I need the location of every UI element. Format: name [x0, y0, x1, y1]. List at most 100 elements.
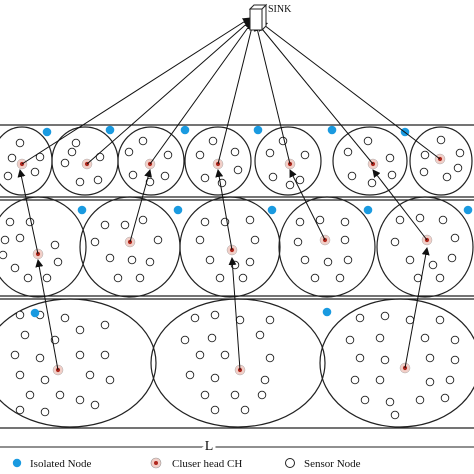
sensor-node	[295, 175, 305, 185]
cluster-boundary	[409, 126, 473, 196]
sensor-node	[10, 263, 20, 273]
sensor-node	[230, 390, 240, 400]
sensor-node	[200, 217, 210, 227]
sensor-node	[438, 215, 448, 225]
sensor-node	[405, 255, 415, 265]
sensor-node	[205, 255, 215, 265]
sensor-node	[127, 255, 137, 265]
sensor-node	[105, 253, 115, 263]
clusters-layer	[0, 126, 474, 428]
sensor-node	[380, 355, 390, 365]
sensor-node	[355, 313, 365, 323]
sensor-node	[355, 353, 365, 363]
sensor-node	[425, 377, 435, 387]
sensor-node	[75, 395, 85, 405]
sensor-node	[442, 172, 452, 182]
routing-arrow	[372, 169, 428, 241]
sensor-node	[93, 175, 103, 185]
isolated-node	[322, 307, 332, 317]
sensor-node	[445, 375, 455, 385]
sensor-node	[260, 375, 270, 385]
routing-arrow	[228, 257, 241, 371]
sensor-node	[200, 173, 210, 183]
sensor-node	[265, 353, 275, 363]
routing-arrow	[86, 19, 252, 165]
cluster-boundary	[0, 196, 87, 298]
sensor-node	[195, 150, 205, 160]
sensor-node	[55, 390, 65, 400]
legend-cluster-head-label: Cluser head CH	[172, 458, 242, 470]
band-1-outline	[0, 124, 474, 198]
sensor-node	[255, 330, 265, 340]
sensor-node	[385, 153, 395, 163]
sensor-node	[278, 136, 288, 146]
cluster-8	[0, 196, 87, 298]
sensor-node	[145, 257, 155, 267]
sensor-node	[230, 147, 240, 157]
sensor-node	[340, 235, 350, 245]
sensor-node	[415, 395, 425, 405]
sensor-node	[105, 375, 115, 385]
cluster-7	[409, 126, 473, 196]
sensor-node	[245, 257, 255, 267]
sensor-node	[360, 395, 370, 405]
routing-arrow	[289, 169, 326, 241]
sensor-node	[420, 150, 430, 160]
sensor-node	[138, 136, 148, 146]
sensor-node	[343, 147, 353, 157]
cluster-boundary	[117, 126, 185, 196]
sensor-node	[450, 335, 460, 345]
sensor-node	[435, 273, 445, 283]
sensor-node	[390, 237, 400, 247]
cluster-boundary	[254, 126, 322, 196]
legend: Isolated Node Cluser head CH Sensor Node	[12, 457, 361, 470]
sensor-node	[20, 330, 30, 340]
routing-arrow	[129, 169, 152, 243]
sensor-node	[380, 311, 390, 321]
sensor-node	[30, 167, 40, 177]
sensor-node	[100, 320, 110, 330]
sensor-node	[300, 255, 310, 265]
routing-arrow	[21, 17, 251, 165]
sensor-node	[293, 237, 303, 247]
sensor-node	[15, 310, 25, 320]
sensor-node	[367, 178, 377, 188]
sensor-node	[71, 138, 81, 148]
sensor-node	[40, 375, 50, 385]
sensor-node	[50, 240, 60, 250]
isolated-node	[180, 125, 190, 135]
sensor-node	[60, 313, 70, 323]
sensor-node	[85, 370, 95, 380]
sensor-node	[315, 215, 325, 225]
cluster-4	[184, 126, 252, 196]
sensor-node	[375, 333, 385, 343]
sensor-node	[419, 167, 429, 177]
sensor-node	[67, 147, 77, 157]
sensor-node	[75, 350, 85, 360]
sensor-node	[15, 405, 25, 415]
sensor-node	[295, 217, 305, 227]
sensor-node	[100, 220, 110, 230]
isolated-node	[463, 205, 473, 215]
cluster-10	[179, 196, 281, 298]
legend-isolated-label: Isolated Node	[30, 458, 92, 470]
sensor-node	[425, 353, 435, 363]
sensor-node	[268, 172, 278, 182]
sensor-node	[195, 235, 205, 245]
sensor-node	[0, 250, 8, 260]
sensor-node	[390, 410, 400, 420]
sensor-node	[42, 273, 52, 283]
band-2-outline	[0, 199, 474, 297]
sensor-node	[428, 260, 438, 270]
sensor-node	[285, 180, 295, 190]
sensor-node	[3, 171, 13, 181]
sensor-node	[343, 255, 353, 265]
isolated-nodes-layer	[30, 125, 473, 318]
cluster-12	[376, 196, 474, 298]
sensor-node	[350, 375, 360, 385]
sensor-node	[210, 310, 220, 320]
sensor-node	[53, 257, 63, 267]
sensor-node	[100, 350, 110, 360]
sensor-node	[180, 335, 190, 345]
isolated-node	[327, 125, 337, 135]
